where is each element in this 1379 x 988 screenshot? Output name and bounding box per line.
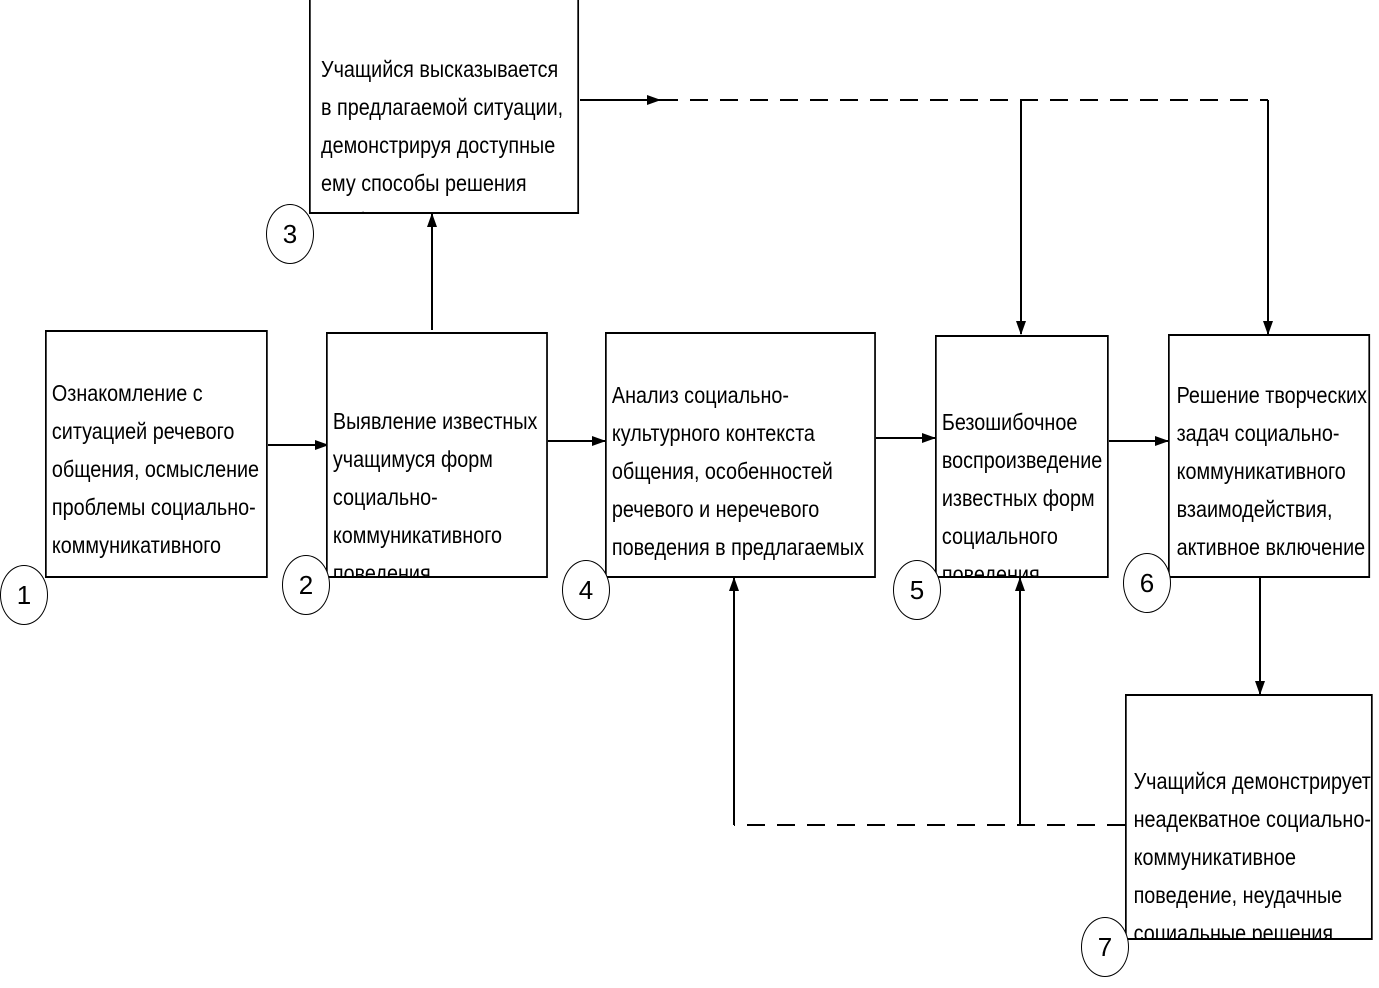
step-1-number: 1	[0, 565, 48, 625]
step-4-text: Анализ социально- культурного контекста …	[611, 382, 865, 576]
step-4-number: 4	[562, 560, 610, 620]
step-2-text: Выявление известных учащимуся форм социа…	[332, 408, 538, 578]
step-5-text: Безошибочное воспроизведение известных ф…	[941, 409, 1103, 578]
step-3-text: Учащийся высказывается в предлагаемой си…	[321, 56, 564, 212]
step-6-box: Решение творческих задач социально- комм…	[1168, 334, 1371, 578]
step-1-text: Ознакомление с ситуацией речевого общени…	[51, 380, 260, 576]
step-2-number: 2	[282, 555, 330, 615]
step-5-number: 5	[893, 560, 941, 620]
step-7-box: Учащийся демонстрирует неадекватное соци…	[1125, 694, 1373, 940]
step-3-number: 3	[266, 204, 314, 264]
step-7-text: Учащийся демонстрирует неадекватное соци…	[1133, 768, 1371, 940]
step-1-box: Ознакомление с ситуацией речевого общени…	[45, 330, 268, 578]
step-2-box: Выявление известных учащимуся форм социа…	[326, 332, 548, 578]
step-6-number: 6	[1123, 553, 1171, 613]
step-6-text: Решение творческих задач социально- комм…	[1176, 382, 1367, 576]
step-4-box: Анализ социально- культурного контекста …	[605, 332, 876, 578]
step-3-box: Учащийся высказывается в предлагаемой си…	[309, 0, 580, 214]
step-7-number: 7	[1081, 917, 1129, 977]
step-5-box: Безошибочное воспроизведение известных ф…	[935, 335, 1109, 578]
